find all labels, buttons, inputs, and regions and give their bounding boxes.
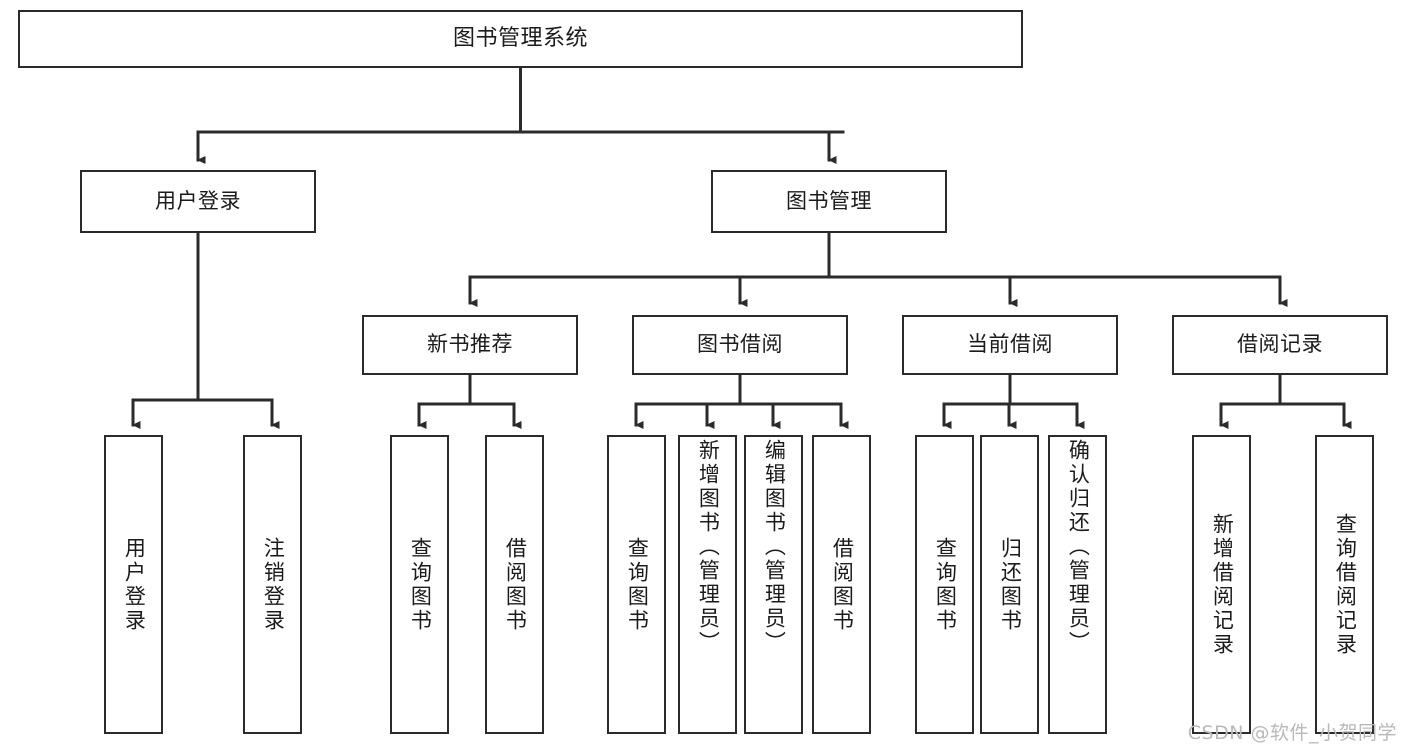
node-leaf-query-book-current[interactable]: 查询图书: [915, 435, 974, 734]
node-book-management[interactable]: 图书管理: [711, 170, 947, 233]
node-label: 当前借阅: [967, 332, 1053, 357]
node-leaf-confirm-return-admin[interactable]: 确认归还（管理员）: [1048, 435, 1107, 734]
node-label: 用户登录: [122, 536, 147, 633]
node-book-borrow[interactable]: 图书借阅: [632, 315, 848, 375]
csdn-watermark: CSDN @软件_小贺同学: [1187, 722, 1397, 744]
node-label: 确认归还（管理员）: [1066, 439, 1091, 655]
node-label: 借阅记录: [1237, 332, 1323, 357]
node-leaf-edit-book-admin[interactable]: 编辑图书（管理员）: [744, 435, 803, 734]
node-label: 用户登录: [155, 188, 241, 213]
node-leaf-query-book-borrow[interactable]: 查询图书: [607, 435, 666, 734]
node-leaf-logout[interactable]: 注销登录: [243, 435, 302, 734]
node-label: 借阅图书: [830, 536, 855, 633]
node-leaf-user-login[interactable]: 用户登录: [104, 435, 163, 734]
node-label: 图书管理系统: [452, 25, 588, 51]
node-label: 归还图书: [998, 536, 1023, 633]
node-label: 新增借阅记录: [1210, 512, 1235, 657]
node-leaf-query-borrow-record[interactable]: 查询借阅记录: [1315, 435, 1374, 734]
node-leaf-borrow-book-recommend[interactable]: 借阅图书: [485, 435, 544, 734]
node-label: 注销登录: [261, 536, 286, 633]
node-borrow-record[interactable]: 借阅记录: [1172, 315, 1388, 375]
node-label: 编辑图书（管理员）: [762, 439, 787, 655]
node-label: 图书管理: [786, 188, 872, 213]
node-label: 查询图书: [408, 536, 433, 633]
node-leaf-query-book-recommend[interactable]: 查询图书: [390, 435, 449, 734]
node-leaf-add-book-admin[interactable]: 新增图书（管理员）: [678, 435, 737, 734]
node-label: 借阅图书: [503, 536, 528, 633]
node-label: 新增图书（管理员）: [696, 439, 721, 655]
node-user-login[interactable]: 用户登录: [80, 170, 316, 233]
node-label: 新书推荐: [427, 332, 513, 357]
node-label: 查询借阅记录: [1333, 512, 1358, 657]
node-leaf-borrow-book[interactable]: 借阅图书: [812, 435, 871, 734]
node-leaf-add-borrow-record[interactable]: 新增借阅记录: [1192, 435, 1251, 734]
node-current-borrow[interactable]: 当前借阅: [902, 315, 1118, 375]
node-new-book-recommend[interactable]: 新书推荐: [362, 315, 578, 375]
node-label: 图书借阅: [697, 332, 783, 357]
node-book-management-system[interactable]: 图书管理系统: [18, 10, 1023, 68]
node-label: 查询图书: [625, 536, 650, 633]
node-label: 查询图书: [933, 536, 958, 633]
node-leaf-return-book[interactable]: 归还图书: [980, 435, 1039, 734]
